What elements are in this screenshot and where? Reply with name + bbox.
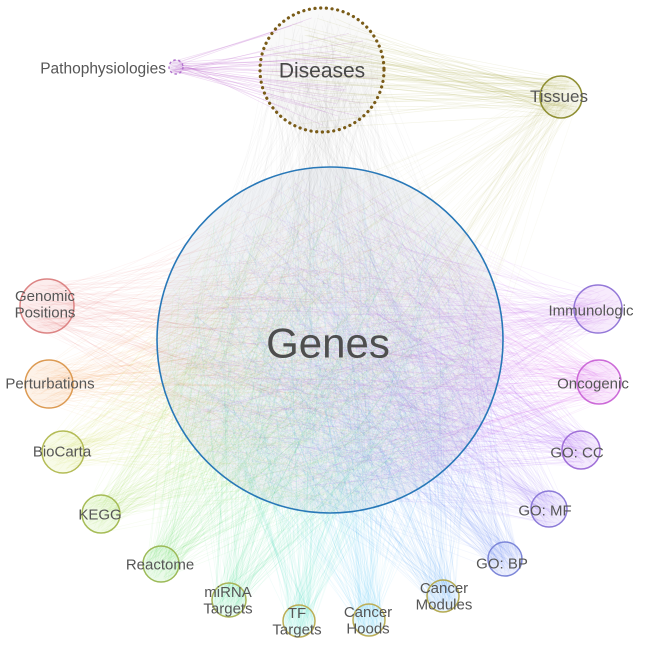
nodes [19, 6, 623, 638]
node-label-go-cc: GO: CC [550, 444, 604, 461]
node-go-bp[interactable] [487, 541, 523, 577]
node-mirna-targets[interactable] [211, 582, 247, 618]
node-label-immunologic: Immunologic [548, 302, 634, 319]
node-genes[interactable] [156, 166, 504, 514]
edge-bundle-genes-tf-targets [171, 174, 493, 636]
node-label-perturbations: Perturbations [5, 375, 94, 392]
edge-bundle-genes-immunologic [176, 185, 621, 505]
edge-bundle-genes-biocarta [44, 179, 485, 507]
edge-bundle-genes-go-bp [174, 185, 521, 576]
edge-bundle-genes-genomic-positions [21, 177, 477, 500]
edge-bundle-genes-cancer-hoods [172, 180, 492, 635]
node-label-pathophysiologies: Pathophysiologies [40, 60, 166, 77]
edge-bundles [21, 11, 621, 636]
edge-bundle-genes-kegg [83, 178, 489, 533]
node-pathophysiologies[interactable] [168, 59, 184, 75]
edge-bundle-genes-tissues [176, 79, 581, 504]
edge-bundle-genes-perturbations [26, 184, 489, 486]
node-label-biocarta: BioCarta [33, 443, 92, 460]
node-kegg[interactable] [81, 494, 121, 534]
node-label-tissues: Tissues [530, 87, 588, 106]
node-label-diseases: Diseases [279, 59, 365, 82]
node-genomic-positions[interactable] [19, 278, 75, 334]
edge-bundle-genes-go-mf [166, 176, 566, 527]
node-label-go-mf: GO: MF [518, 502, 571, 519]
edge-bundle-genes-oncogenic [173, 175, 619, 503]
edge-bundle-diseases-tissues [263, 18, 579, 129]
node-label-kegg: KEGG [78, 506, 121, 523]
node-perturbations[interactable] [24, 359, 74, 409]
node-oncogenic[interactable] [576, 359, 622, 405]
node-go-mf[interactable] [530, 490, 568, 528]
node-label-reactome: Reactome [126, 556, 194, 573]
node-immunologic[interactable] [573, 284, 623, 334]
node-labels: Genes Diseases PathophysiologiesTissuesGen… [5, 59, 634, 638]
node-tf-targets[interactable] [282, 604, 316, 638]
node-cancer-modules[interactable] [426, 579, 460, 613]
node-diseases[interactable] [258, 6, 386, 134]
node-biocarta[interactable] [41, 430, 85, 474]
edge-bundle-genes-mirna-targets [165, 174, 488, 617]
edge-bundle-genes-cancer-modules [177, 183, 490, 611]
node-go-cc[interactable] [561, 430, 601, 470]
node-reactome[interactable] [142, 545, 180, 583]
node-label-oncogenic: Oncogenic [557, 375, 629, 392]
edge-bundle-diseases-genes [176, 11, 492, 497]
edge-bundle-genes-reactome [144, 180, 485, 581]
node-cancer-hoods[interactable] [352, 603, 386, 637]
node-tissues[interactable] [539, 75, 583, 119]
node-label-go-bp: GO: BP [476, 555, 528, 572]
edge-bundle-genes-go-cc [173, 191, 599, 494]
node-label-genes: Genes [266, 320, 390, 367]
